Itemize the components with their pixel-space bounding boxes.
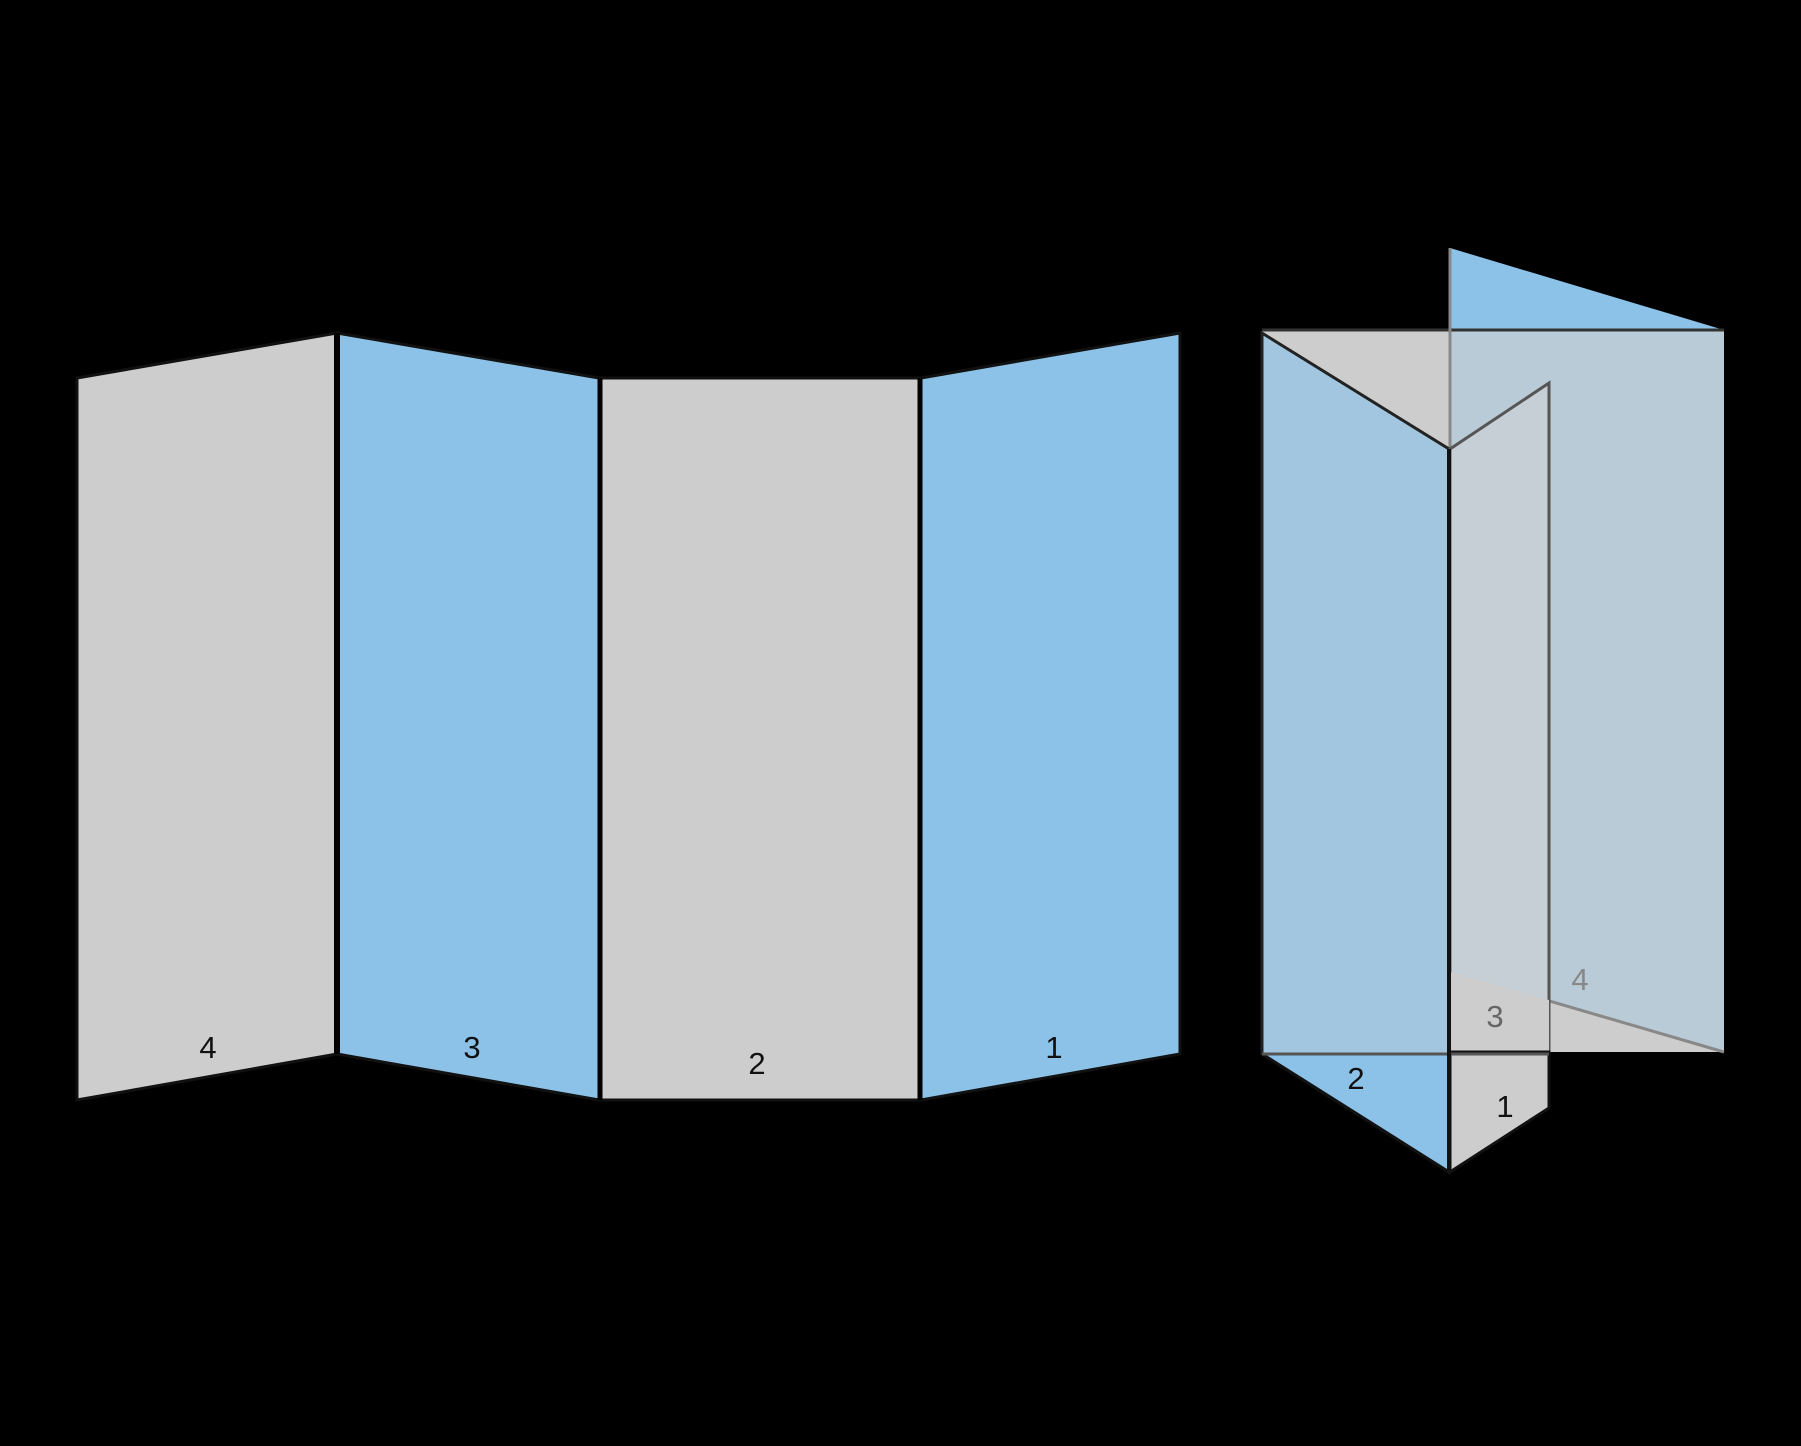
panel-label-3: 3: [463, 1030, 480, 1065]
panel-label-4: 4: [199, 1030, 216, 1065]
panel-label-1: 1: [1496, 1089, 1513, 1124]
edge: [1261, 1052, 1450, 1174]
inner-panel-3: [1448, 380, 1551, 1054]
folded-brochure: 2 1 3 4: [1260, 248, 1725, 1175]
back-panel-top: [1450, 248, 1724, 330]
unfolded-brochure: 4 3 2 1: [75, 331, 1182, 1102]
panel-label-2: 2: [1347, 1061, 1364, 1096]
front-left-panel-2: [1260, 330, 1451, 1175]
panel-4: [75, 331, 339, 1102]
panel-1: [919, 331, 1182, 1102]
panel-label-2: 2: [748, 1046, 765, 1081]
panel-label-4: 4: [1571, 962, 1588, 997]
panel-label-3: 3: [1486, 999, 1503, 1034]
panel-label-1: 1: [1045, 1030, 1062, 1065]
panel-3: [335, 331, 601, 1102]
panel-2: [599, 376, 921, 1102]
inner-panel-3-lower: [1450, 972, 1549, 1052]
